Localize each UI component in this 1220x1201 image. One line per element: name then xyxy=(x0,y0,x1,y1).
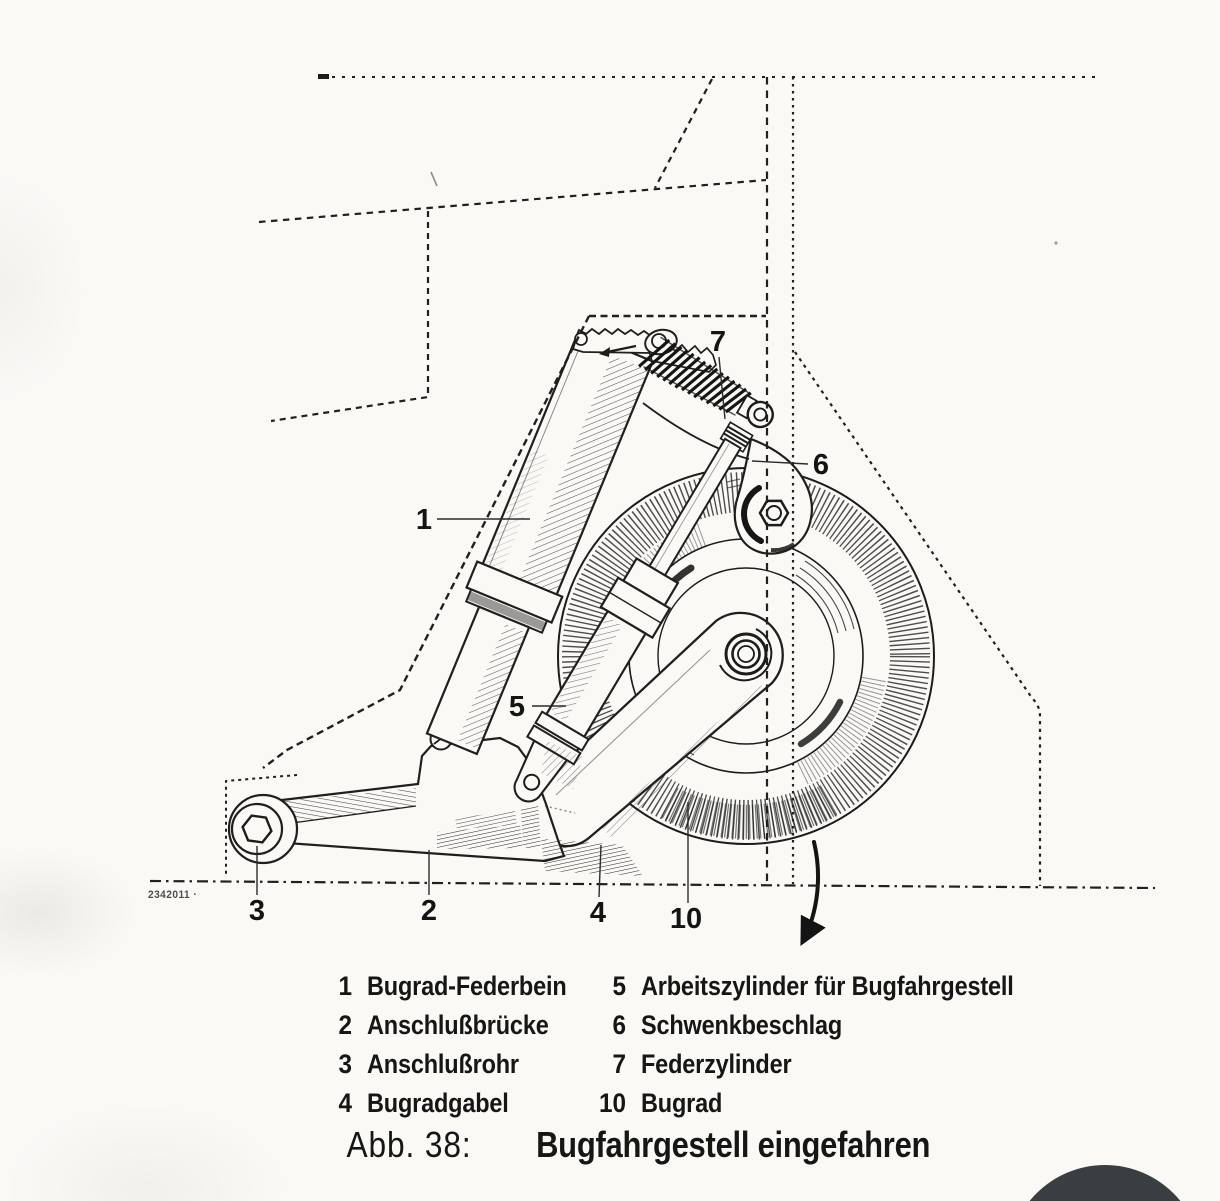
callout-4: 4 xyxy=(590,897,606,929)
fuselage-contour-lines xyxy=(149,74,1156,890)
legend-label: Bugradgabel xyxy=(367,1088,509,1118)
legend-num: 5 xyxy=(612,971,626,1001)
callout-1: 1 xyxy=(416,504,432,536)
callout-10: 10 xyxy=(670,903,702,935)
contour-bottom xyxy=(149,879,1156,890)
callout-7: 7 xyxy=(710,326,726,358)
bracket-eye xyxy=(574,332,588,346)
legend-label: Anschlußrohr xyxy=(367,1049,519,1079)
legend-item: 1 Bugrad-Federbein xyxy=(300,970,596,1002)
callout-2: 2 xyxy=(421,895,437,927)
rim-circle-inner xyxy=(657,567,835,745)
legend-label: Arbeitszylinder für Bugfahrgestell xyxy=(641,971,1014,1001)
legend-item: 5 Arbeitszylinder für Bugfahrgestell xyxy=(560,970,1069,1002)
strut-top-bracket xyxy=(571,327,717,373)
legend-num: 7 xyxy=(612,1049,626,1079)
legend-num: 10 xyxy=(598,1088,626,1118)
plate-number: 2342011 · xyxy=(148,889,198,901)
legend-num: 3 xyxy=(338,1049,352,1079)
legend-item: 4 Bugradgabel xyxy=(300,1087,530,1119)
contour-line-gentle xyxy=(258,178,767,224)
legend-num: 6 xyxy=(612,1010,626,1040)
legend-label: Bugrad xyxy=(641,1088,723,1118)
tire-hatching xyxy=(562,472,930,840)
legend-label: Federzylinder xyxy=(641,1049,792,1079)
legend-item: 2 Anschlußbrücke xyxy=(300,1009,576,1041)
swing-direction-arrow xyxy=(800,840,826,946)
legend-num: 4 xyxy=(338,1088,352,1118)
legend-num: 1 xyxy=(338,971,352,1001)
rim-crescent-lower-right xyxy=(797,698,844,748)
leader-lines xyxy=(256,356,809,903)
shading-patches xyxy=(430,171,1058,814)
contour-right-frame xyxy=(794,351,1042,886)
legend-label: Bugrad-Federbein xyxy=(367,971,567,1001)
legend-item: 7 Federzylinder xyxy=(560,1048,814,1080)
hex-bolt xyxy=(241,814,273,844)
callout-3: 3 xyxy=(249,895,265,927)
contour-step xyxy=(270,211,430,423)
legend-num: 2 xyxy=(338,1010,352,1040)
connection-bridge xyxy=(227,727,643,876)
clevis-eye xyxy=(523,773,541,791)
wheelbay-diagonal xyxy=(262,315,591,769)
shock-strut xyxy=(425,329,655,756)
bridge-bar-hatch xyxy=(284,788,416,823)
legend-item: 3 Anschlußrohr xyxy=(300,1048,542,1080)
legend-item: 10 Bugrad xyxy=(560,1087,734,1119)
caption-number: Abb. 38: xyxy=(346,1124,472,1165)
dark-corner-circle xyxy=(1029,1165,1181,1201)
actuating-cylinder xyxy=(513,421,754,803)
legend-item: 6 Schwenkbeschlag xyxy=(560,1009,872,1041)
figure-caption: Abb. 38: Bugfahrgestell eingefahren xyxy=(300,1122,1000,1168)
hex-nut xyxy=(758,499,790,527)
swivel-fitting xyxy=(642,402,814,555)
wheel-hub xyxy=(719,628,773,682)
callout-6: 6 xyxy=(813,449,829,481)
bay-corner-box xyxy=(225,774,298,877)
callout-5: 5 xyxy=(509,691,525,723)
legend-label: Schwenkbeschlag xyxy=(641,1010,843,1040)
bracket-arrow-icon xyxy=(599,347,610,357)
legend-label: Anschlußbrücke xyxy=(367,1010,549,1040)
caption-title: Bugfahrgestell eingefahren xyxy=(535,1124,931,1165)
contour-diagonal-steep xyxy=(654,78,713,189)
